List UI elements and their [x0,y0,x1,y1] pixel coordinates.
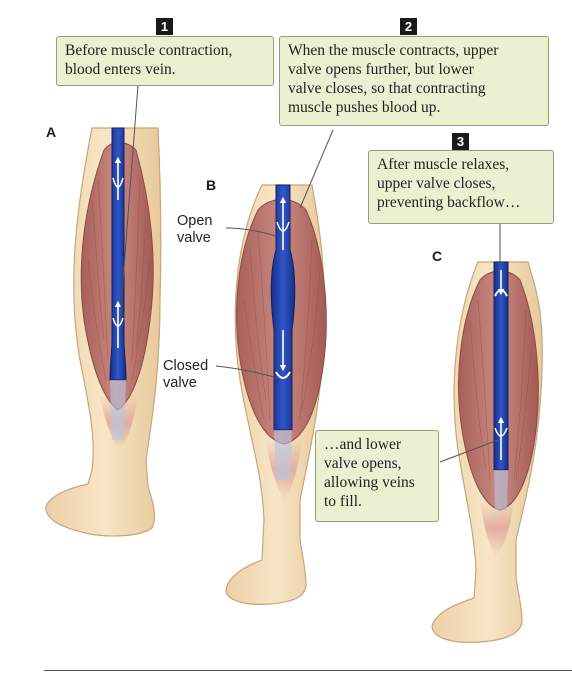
step-2-number: 2 [400,18,417,35]
leg-b-vein-fade [274,430,292,480]
leg-a-muscle-fibers [87,179,151,381]
leg-b-closed-valve [275,371,291,379]
step-1-number: 1 [156,18,173,35]
step-3-line: upper valve closes, [377,175,496,192]
step-2-line: valve opens further, but lower [288,61,474,78]
leader-line-1 [119,84,139,321]
step-1-line: Before muscle contraction, [65,42,233,59]
leg-c-vein-fade [494,470,508,510]
step-2-line: valve closes, so that contracting [288,80,486,97]
leader-line-note [439,439,499,463]
step-1-line: blood enters vein. [65,61,176,78]
step-3-callout: After muscle relaxes, upper valve closes… [368,150,554,224]
leg-a [45,84,162,537]
panel-letter-c: C [432,248,443,264]
step-1-callout: Before muscle contraction, blood enters … [56,36,274,86]
bottom-rule [44,670,572,671]
leg-a-vein-fade [110,380,126,440]
step-3-line: After muscle relaxes, [377,156,510,173]
step-2-line: muscle pushes blood up. [288,99,441,116]
leg-c [431,224,543,643]
leg-c-muscle-fibers [469,299,533,481]
note-line: to fill. [324,493,362,510]
step-3-number: 3 [452,133,469,150]
note-line: valve opens, [324,455,402,472]
closed-valve-label-line: Closed [163,358,209,374]
note-line: …and lower [324,436,402,453]
closed-valve-label-line: valve [163,375,197,391]
leg-b [215,129,334,605]
leg-c-tint [480,500,514,556]
leader-closed-valve [215,365,279,379]
note-line: allowing veins [324,474,415,491]
open-valve-label-line: valve [177,230,211,246]
leader-line-2 [299,129,334,209]
leader-open-valve [225,227,277,237]
leg-b-muscle-fibers [243,229,321,421]
note-callout: …and lower valve opens, allowing veins t… [315,430,439,522]
step-2-line: When the muscle contracts, upper [288,42,499,59]
open-valve-label-line: Open [177,213,213,229]
step-3-line: preventing backflow… [377,194,521,211]
open-valve-label: Open valve [177,213,212,247]
panel-letter-a: A [46,124,57,140]
closed-valve-label: Closed valve [163,358,208,392]
panel-letter-b: B [206,177,217,193]
step-2-callout: When the muscle contracts, upper valve o… [279,36,549,126]
